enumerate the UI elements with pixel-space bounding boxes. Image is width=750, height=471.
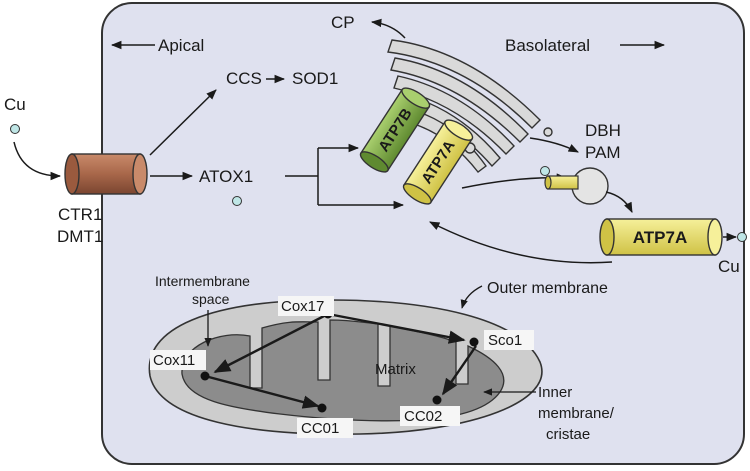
cu-ion-vesicle: [540, 166, 550, 176]
basolateral-label: Basolateral: [505, 36, 590, 55]
cox11-node: [200, 371, 210, 381]
sod1-label: SOD1: [292, 69, 338, 88]
cu-ion-atox1: [232, 196, 242, 206]
cc01-label: CC01: [301, 420, 339, 437]
cu-left-label: Cu: [4, 95, 26, 114]
sco1-label: Sco1: [488, 332, 522, 349]
atp7a-recycling-arrow: [429, 221, 613, 264]
pathway-label-boxes: [150, 296, 534, 438]
intermembrane-label-2: space: [192, 291, 230, 307]
intermembrane-label-1: Intermembrane: [155, 273, 250, 289]
ccs-label: CCS: [226, 69, 262, 88]
cc01-node: [317, 403, 327, 413]
atp7a-membrane-label: ATP7A: [633, 228, 687, 247]
atox1-branch: [285, 148, 319, 205]
apical-label: Apical: [158, 36, 204, 55]
cu-uptake-arrow: [13, 141, 62, 181]
atox1-label: ATOX1: [199, 167, 253, 186]
cox11-label: Cox11: [153, 352, 195, 369]
outer-membrane-pointer: [460, 285, 483, 309]
inner-membrane-label-2: membrane/: [538, 405, 615, 422]
inner-membrane-label-3: cristae: [546, 426, 590, 443]
cox17-label: Cox17: [281, 298, 324, 315]
inner-membrane-cristae: [181, 319, 505, 422]
sco1-node: [469, 337, 479, 347]
mitochondrion: [148, 299, 543, 435]
cu-ion-right: [737, 232, 747, 242]
ctr1-to-ccs-arrow: [149, 89, 217, 156]
ctr1-label: CTR1: [58, 205, 102, 224]
vesicle-to-membrane-arrow: [605, 191, 633, 213]
atp7a-membrane-transporter: ATP7A: [599, 218, 723, 256]
chaperone-pathway: [204, 312, 477, 409]
cu-right-label: Cu: [718, 257, 740, 276]
inner-membrane-label-1: Inner: [538, 384, 572, 401]
ctr1-transporter: [64, 153, 148, 195]
cc02-label: CC02: [404, 408, 442, 425]
atp7b-transporter: ATP7B: [359, 87, 431, 173]
outer-membrane-label: Outer membrane: [487, 280, 608, 297]
golgi-to-dbh-arrow: [529, 137, 579, 153]
pam-label: PAM: [585, 143, 621, 162]
vesicle-atp7a: [544, 175, 579, 190]
matrix-label: Matrix: [375, 361, 416, 378]
dbh-label: DBH: [585, 121, 621, 140]
golgi-to-cp-arrow: [370, 18, 406, 39]
cp-label: CP: [331, 13, 355, 32]
dmt1-label: DMT1: [57, 227, 103, 246]
cc02-node: [432, 395, 442, 405]
cu-ion-left: [10, 124, 20, 134]
